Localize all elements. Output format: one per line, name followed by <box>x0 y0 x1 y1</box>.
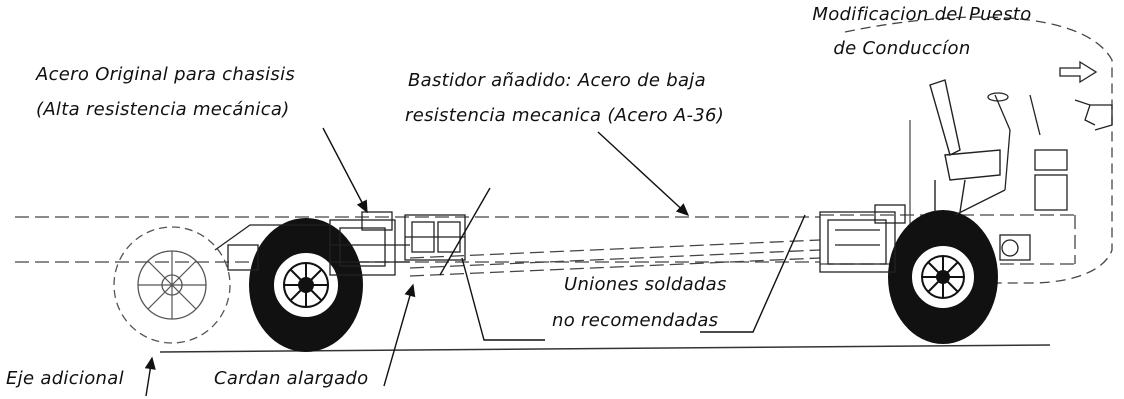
label-modificacion-2: de Conduccíon <box>833 38 971 59</box>
label-acero-original-2: (Alta resistencia mecánica) <box>36 99 290 120</box>
leader-lines <box>144 127 806 397</box>
rear-suspension-assembly <box>214 211 410 276</box>
label-bastidor-2: resistencia mecanica (Acero A-36) <box>405 105 725 126</box>
cab-outline <box>844 16 1113 284</box>
transmission-block <box>404 214 466 261</box>
front-wheel <box>888 210 998 344</box>
label-uniones-2: no recomendadas <box>552 310 719 331</box>
steering-controls <box>954 92 1113 216</box>
label-eje-adicional: Eje adicional <box>6 368 124 389</box>
frame-outline <box>15 214 1076 277</box>
label-acero-original-1: Acero Original para chasisis <box>36 64 296 85</box>
rear-drive-wheel <box>249 218 363 352</box>
driver-seat <box>929 79 1001 213</box>
direction-arrow-icon <box>1059 60 1098 84</box>
label-bastidor-1: Bastidor añadido: Acero de baja <box>408 70 706 91</box>
label-modificacion-1: Modificacion del Puesto <box>812 4 1032 25</box>
front-engine-assembly <box>819 204 1031 273</box>
label-cardan-alargado: Cardan alargado <box>214 368 369 389</box>
label-uniones-1: Uniones soldadas <box>564 274 727 295</box>
additional-axle-wheel <box>113 226 231 344</box>
